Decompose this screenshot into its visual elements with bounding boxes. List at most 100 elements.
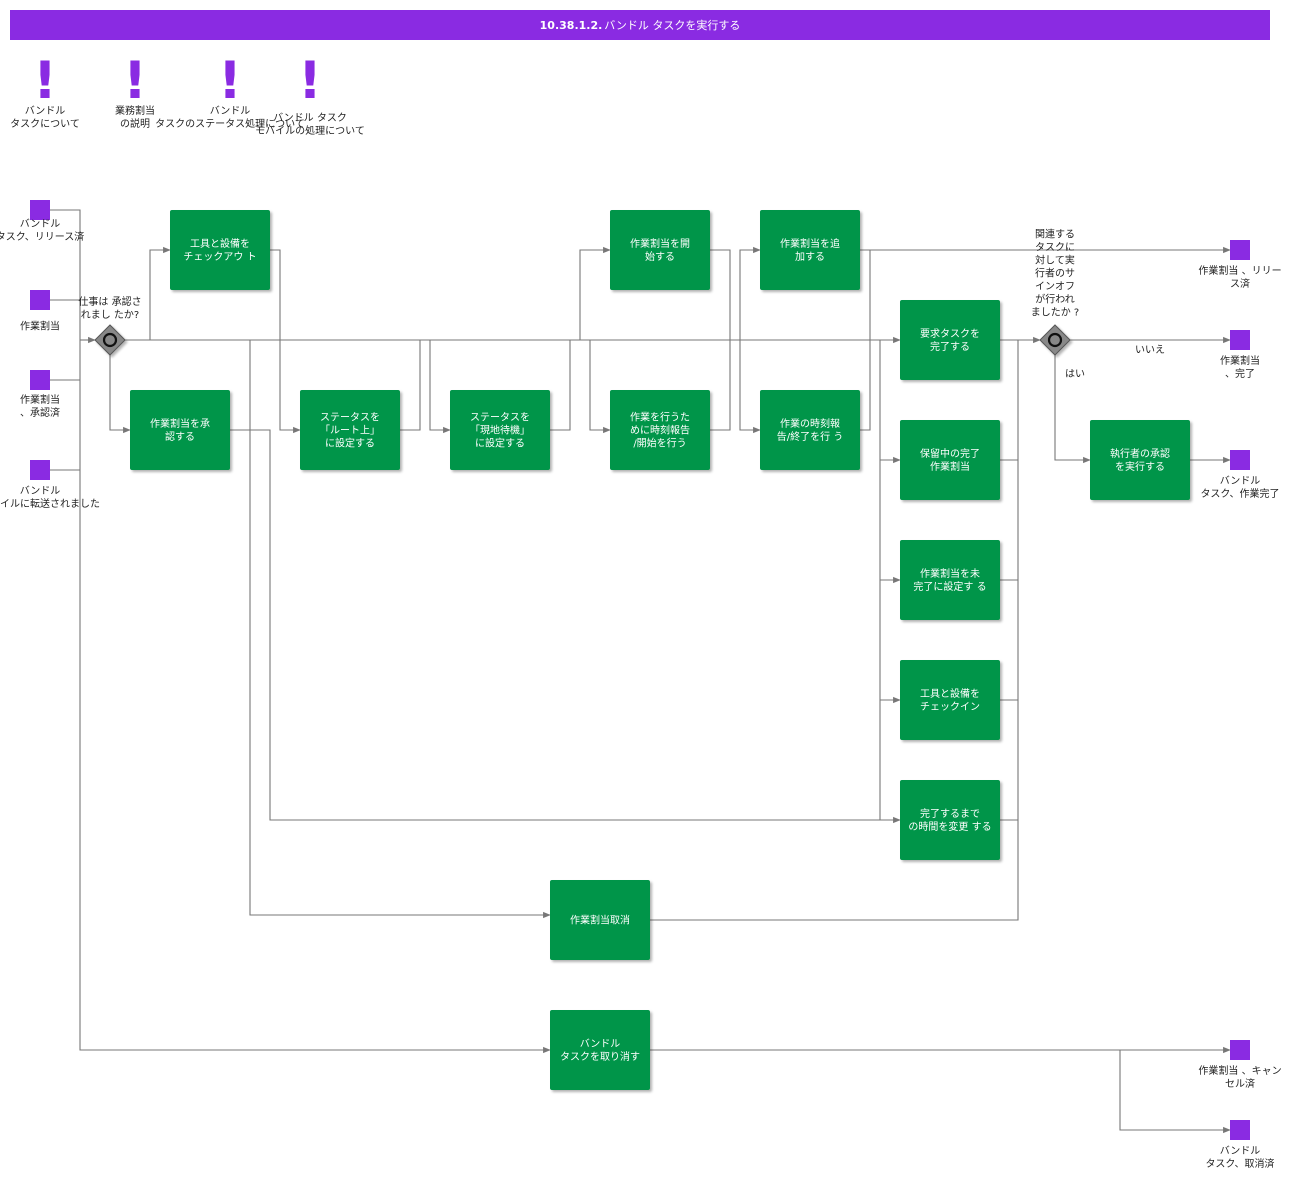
task-box[interactable]: 要求タスクを完了する	[900, 300, 1000, 380]
sequence-flow	[650, 340, 1019, 921]
exclamation-icon[interactable]: !	[123, 51, 147, 111]
task-box[interactable]: 完了するまでの時間を変更 する	[900, 780, 1000, 860]
task-box[interactable]: 作業割当を開始する	[610, 210, 710, 290]
start-event-label: 作業割当	[20, 320, 60, 333]
task-label-line: 要求タスクを	[920, 328, 980, 340]
exclamation-icon[interactable]: !	[218, 51, 242, 111]
exclamation-icon[interactable]: !	[33, 51, 57, 111]
end-event[interactable]	[1230, 330, 1250, 350]
task-shape[interactable]	[900, 660, 1000, 740]
task-box[interactable]: ステータスを「現地待機」に設定する	[450, 390, 550, 470]
task-label-line: 完了に設定す る	[913, 580, 986, 593]
task-box[interactable]: 保留中の完了作業割当	[900, 420, 1000, 500]
start-event[interactable]	[30, 290, 50, 310]
info-link-3[interactable]: !バンドルタスクのステータス処理について	[155, 51, 305, 130]
end-event[interactable]	[1230, 450, 1250, 470]
task-shape[interactable]	[170, 210, 270, 290]
task-shape[interactable]	[610, 210, 710, 290]
end-event[interactable]	[1230, 1040, 1250, 1060]
task-shape[interactable]	[300, 390, 400, 470]
start-event[interactable]	[30, 460, 50, 480]
end-event-label-line: タスク、作業完了	[1200, 487, 1279, 500]
gateway-diamond[interactable]	[1039, 324, 1071, 356]
task-shape[interactable]	[550, 880, 650, 960]
sequence-flow	[739, 340, 761, 434]
start-event-label-line: モバイルに転送されました	[0, 497, 100, 510]
sequence-flow	[429, 340, 451, 434]
task-shape[interactable]	[610, 390, 710, 470]
nodes: 工具と設備をチェックアウ ト作業割当を承認するステータスを「ルート上」に設定する…	[30, 200, 1250, 1140]
task-box[interactable]: バンドルタスクを取り消す	[550, 1010, 650, 1090]
task-label-line: バンドル	[580, 1038, 621, 1050]
gateway-label-line: インオフ	[1035, 281, 1075, 293]
task-box[interactable]: 工具と設備をチェックイン	[900, 660, 1000, 740]
task-label-line: 完了するまで	[920, 807, 980, 820]
task-label-line: 工具と設備を	[920, 687, 980, 700]
task-label-line: 「ルート上」	[320, 425, 380, 437]
task-label-line: 作業割当	[930, 460, 970, 473]
info-link-label: バンドルタスクについて	[10, 105, 80, 130]
task-label-line: 告/終了を行 う	[777, 430, 844, 443]
task-box[interactable]: 作業割当を承認する	[130, 390, 230, 470]
flow-label-yes: はい	[1065, 368, 1085, 380]
task-shape[interactable]	[760, 210, 860, 290]
task-label: 保留中の完了作業割当	[920, 447, 980, 473]
task-shape[interactable]	[130, 390, 230, 470]
end-event[interactable]	[1230, 1120, 1250, 1140]
task-shape[interactable]	[1090, 420, 1190, 500]
task-box[interactable]: ステータスを「ルート上」に設定する	[300, 390, 400, 470]
sequence-flow	[550, 340, 571, 431]
task-shape[interactable]	[900, 540, 1000, 620]
task-shape[interactable]	[550, 1010, 650, 1090]
info-link-4[interactable]: !バンドル タスクモバイルの処理について	[255, 51, 365, 137]
info-link-label-line: モバイルの処理について	[255, 124, 365, 137]
sequence-flow	[50, 209, 551, 1054]
start-event[interactable]	[30, 370, 50, 390]
task-box[interactable]: 作業を行うために時刻報告/開始を行う	[610, 390, 710, 470]
task-box[interactable]: 工具と設備をチェックアウ ト	[170, 210, 270, 290]
exclamation-icon[interactable]: !	[298, 51, 322, 111]
gateway[interactable]	[1039, 324, 1071, 356]
end-event[interactable]	[1230, 240, 1250, 260]
task-box[interactable]: 作業割当を追加する	[760, 210, 860, 290]
gateway-label-line: 関連する	[1035, 228, 1075, 241]
task-label-line: チェックイン	[920, 701, 980, 713]
flow-label-no: いいえ	[1135, 344, 1165, 356]
task-label-line: ステータスを	[320, 412, 380, 424]
task-label: バンドルタスクを取り消す	[560, 1038, 640, 1063]
info-link-label-line: バンドル	[210, 105, 251, 117]
task-label: 作業割当取消	[570, 914, 630, 927]
task-label-line: 始する	[645, 250, 675, 263]
gateway-diamond[interactable]	[94, 324, 126, 356]
sequence-flow	[230, 429, 901, 824]
start-event-label-line: 作業割当	[20, 393, 60, 406]
end-event-label-line: バンドル	[1220, 475, 1261, 487]
info-link-1[interactable]: !バンドルタスクについて	[10, 51, 80, 130]
end-event-label-line: 作業割当 、キャン	[1198, 1064, 1281, 1077]
task-label-line: 作業割当を開	[630, 237, 690, 250]
task-box[interactable]: 作業割当取消	[550, 880, 650, 960]
info-link-label: 業務割当の説明	[115, 104, 155, 130]
labels: !バンドルタスクについて!業務割当の説明!バンドルタスクのステータス処理について…	[0, 51, 1282, 1170]
info-link-2[interactable]: !業務割当の説明	[115, 51, 155, 130]
task-shape[interactable]	[760, 390, 860, 470]
task-box[interactable]: 執行者の承認を実行する	[1090, 420, 1190, 500]
start-event[interactable]	[30, 200, 50, 220]
task-label-line: 保留中の完了	[920, 447, 980, 460]
task-label-line: に設定する	[325, 437, 375, 450]
task-shape[interactable]	[450, 390, 550, 470]
info-link-label: バンドル タスクモバイルの処理について	[255, 112, 365, 137]
task-label: 作業割当を追加する	[780, 237, 840, 263]
task-shape[interactable]	[900, 300, 1000, 380]
task-shape[interactable]	[900, 420, 1000, 500]
gateway-circle-icon	[102, 332, 118, 348]
task-box[interactable]: 作業の時刻報告/終了を行 う	[760, 390, 860, 470]
task-label-line: 「現地待機」	[470, 424, 530, 437]
task-label-line: 工具と設備を	[190, 237, 250, 250]
gateway[interactable]	[94, 324, 126, 356]
task-label: 作業割当を未完了に設定す る	[913, 567, 986, 593]
task-label: 工具と設備をチェックイン	[920, 687, 980, 713]
task-shape[interactable]	[900, 780, 1000, 860]
task-label-line: 作業割当を承	[150, 417, 210, 430]
task-box[interactable]: 作業割当を未完了に設定す る	[900, 540, 1000, 620]
